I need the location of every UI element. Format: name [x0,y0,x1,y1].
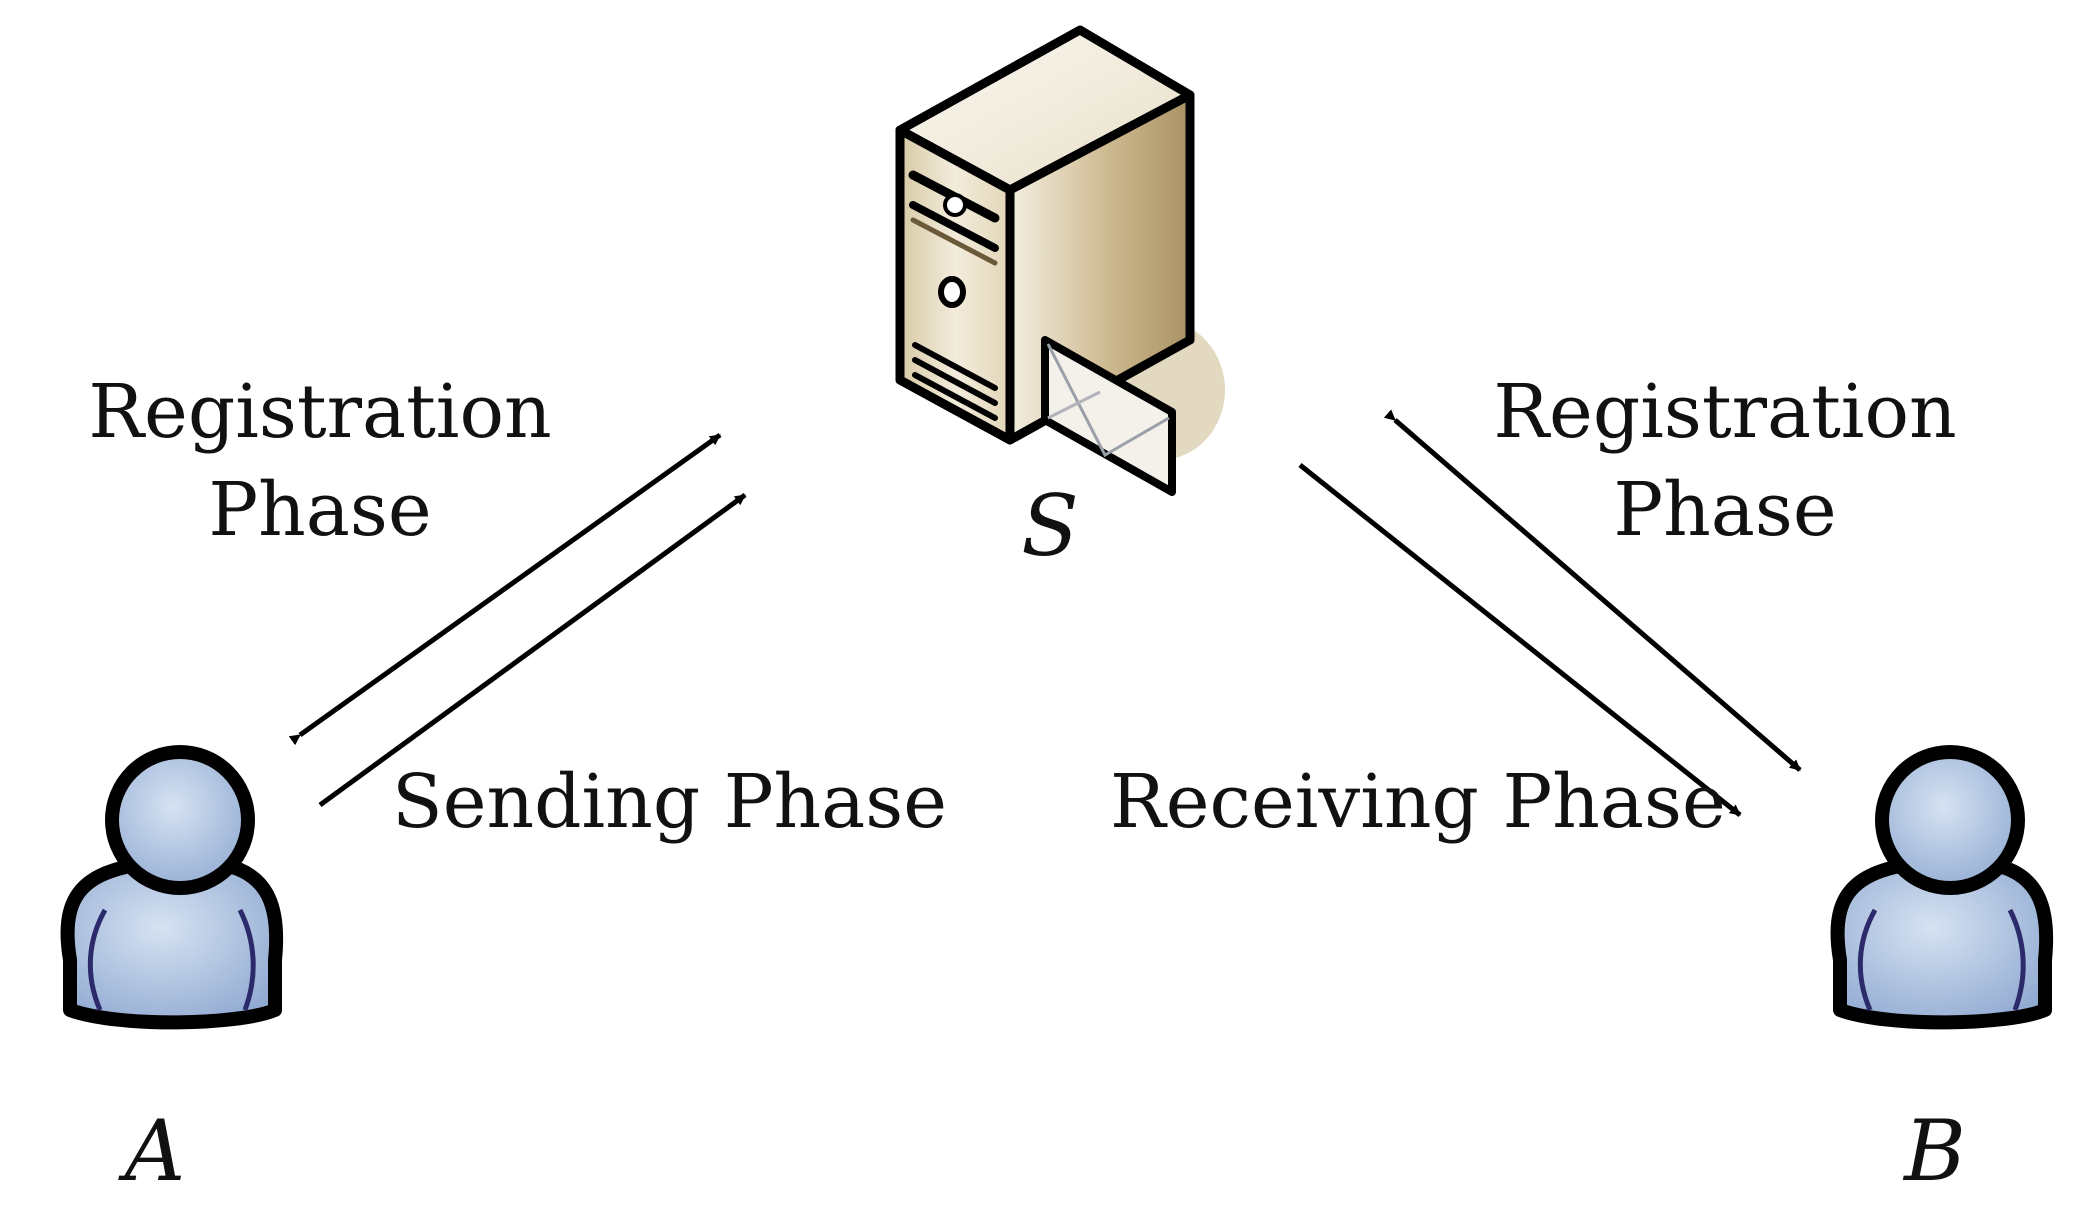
user-icon [60,745,284,1030]
right-registration-label-line1: Registration [1493,369,1956,455]
receiving-arrow [1298,463,1742,817]
sending-arrow [318,492,747,808]
left-registration-label-line2: Phase [208,467,431,553]
left-registration-label-line1: Registration [88,369,551,455]
right-registration-arrow [1383,409,1802,772]
right-registration-label-line2: Phase [1613,467,1836,553]
mail-envelope-icon [1041,336,1176,496]
server-with-mail-icon [895,25,1225,496]
user-a-node: A [60,745,284,1200]
user-a-label: A [118,1102,186,1200]
server-node: S [895,25,1225,575]
arrows [288,409,1802,817]
user-b-node: B [1830,745,2054,1200]
receiving-phase-label: Receiving Phase [1110,759,1726,845]
user-icon [1830,745,2054,1030]
left-registration-arrow [288,432,722,746]
sending-phase-label: Sending Phase [392,759,947,845]
user-b-label: B [1902,1102,1966,1200]
server-label: S [1021,477,1079,575]
